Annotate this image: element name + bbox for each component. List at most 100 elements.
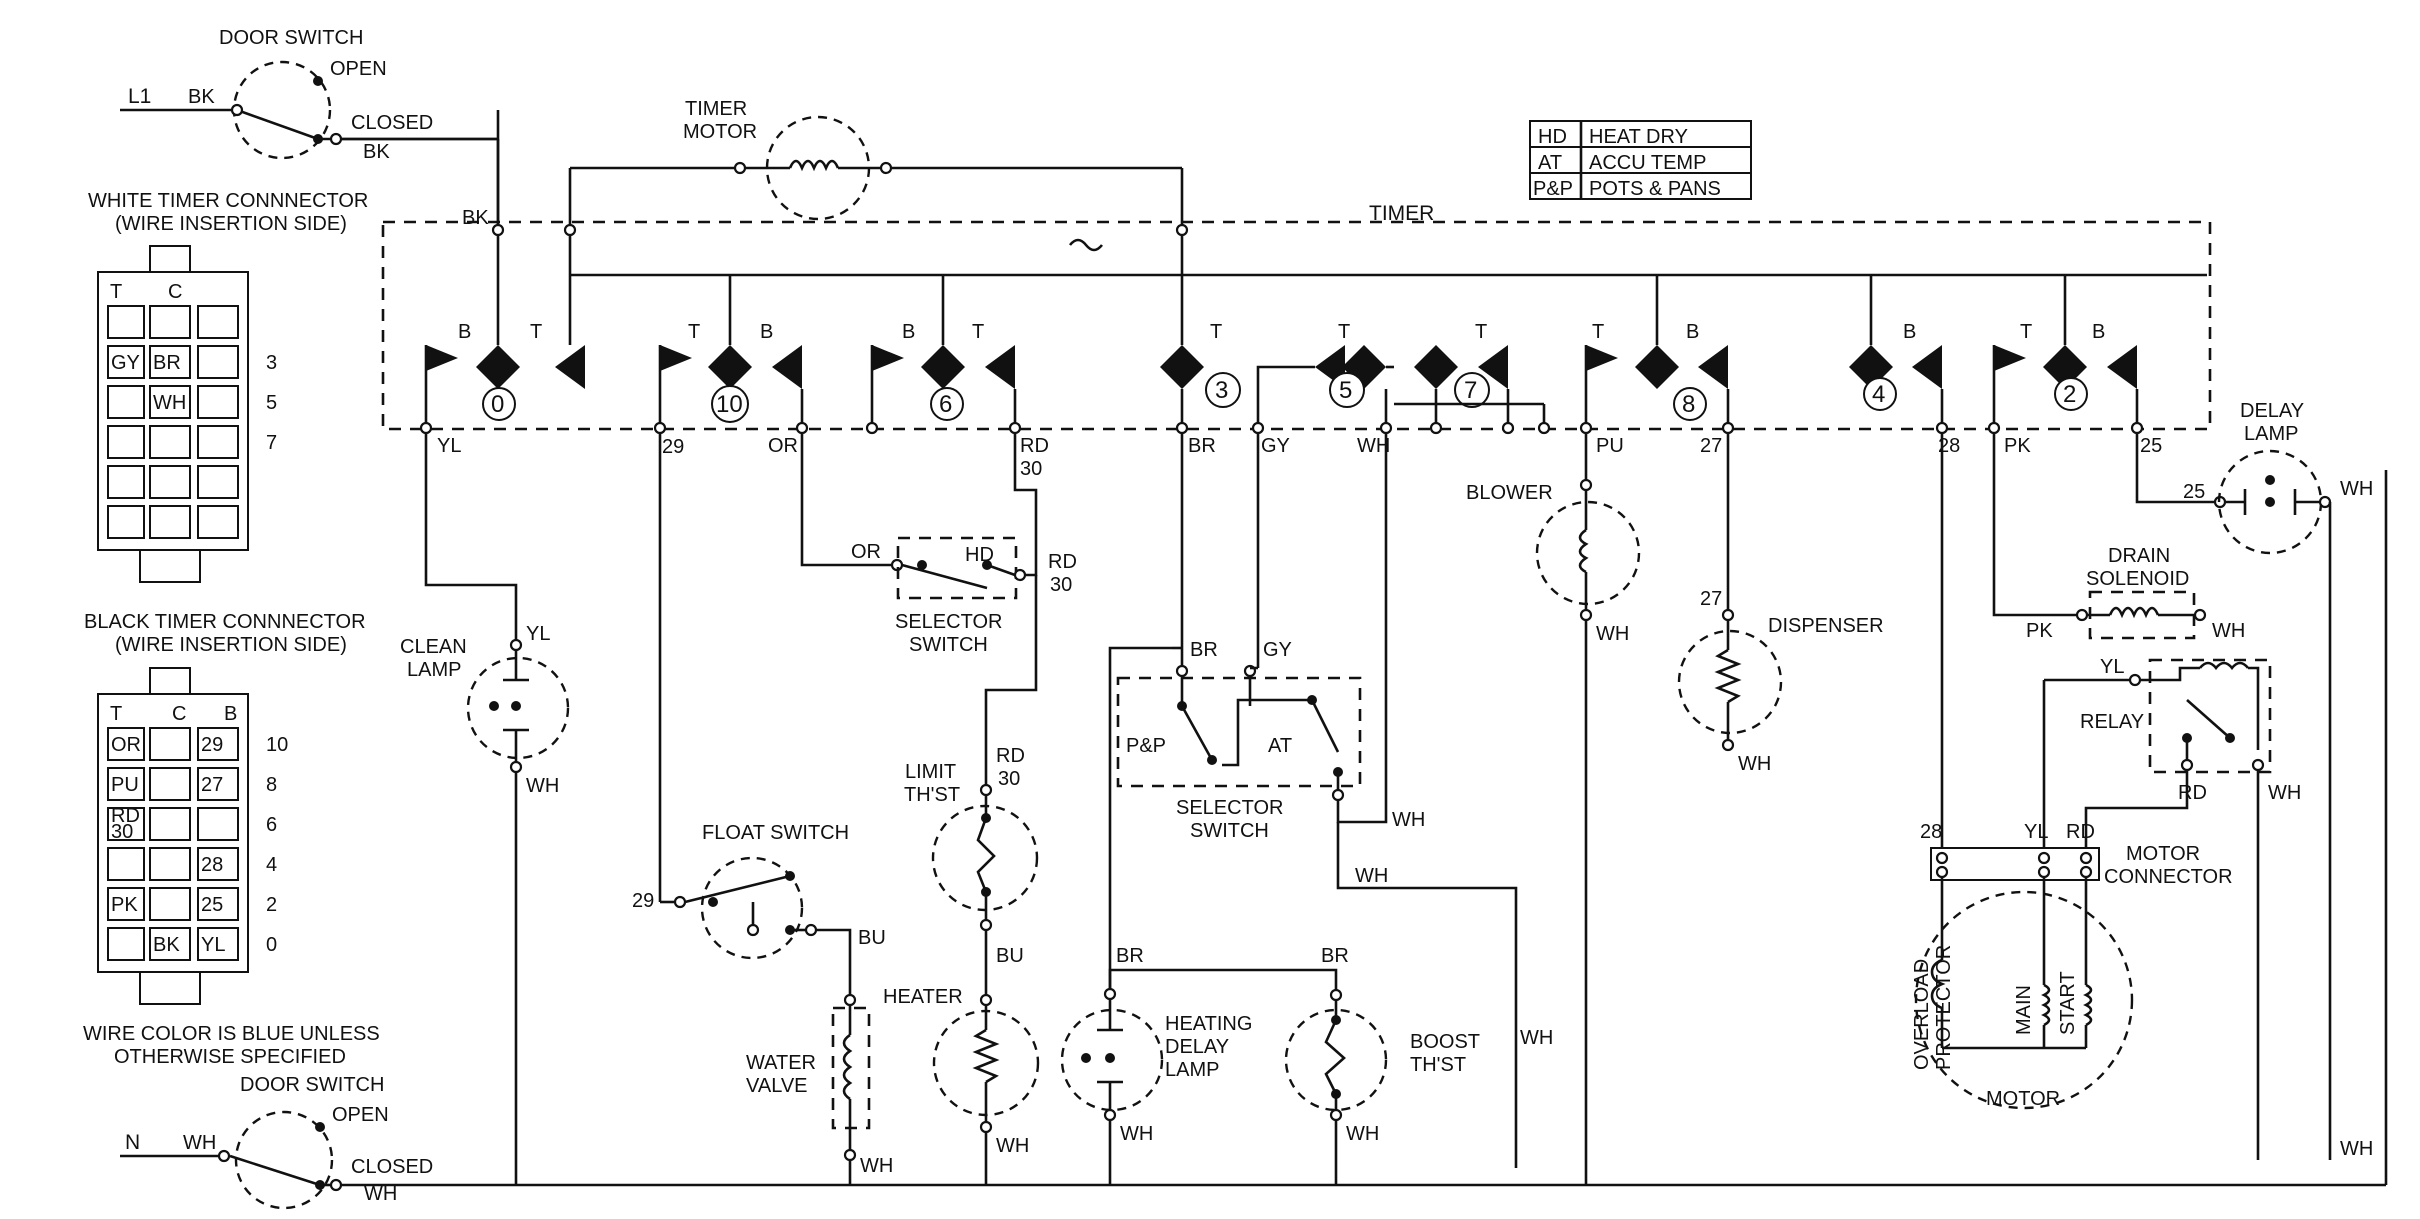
- white-conn-cell: [197, 505, 239, 539]
- cam-0: B T 0: [419, 235, 585, 435]
- black-conn-cell: [107, 887, 145, 921]
- start-label: START: [2057, 971, 2079, 1035]
- cam-7-t: T: [1475, 321, 1487, 343]
- wire-color-note: WIRE COLOR IS BLUE UNLESS OTHERWISE SPEC…: [83, 1023, 380, 1068]
- wire-or-sel: OR: [851, 541, 881, 563]
- black-conn-row-number: 8: [266, 774, 277, 796]
- wire-bk-timer: BK: [462, 207, 489, 229]
- black-conn-cell: [149, 807, 191, 841]
- black-conn-cell: [107, 807, 145, 841]
- black-conn-cell: [197, 767, 239, 801]
- wire-25-lamp: 25: [2183, 481, 2205, 503]
- black-conn-row-number: 2: [266, 894, 277, 916]
- wire-wh-boost: WH: [1346, 1123, 1379, 1145]
- white-conn-cell: [197, 345, 239, 379]
- cam-0-b: B: [458, 321, 471, 343]
- wire-wh-5: WH: [1357, 435, 1390, 457]
- cam-0-t: T: [530, 321, 542, 343]
- black-conn-cell: [197, 807, 239, 841]
- cam-6-t: T: [972, 321, 984, 343]
- wire-gy-5: GY: [1261, 435, 1290, 457]
- cam-6-number: 6: [939, 391, 952, 418]
- cam-5: T 5: [1251, 321, 1394, 435]
- drain-label-2: SOLENOID: [2086, 568, 2189, 590]
- cam-10-t: T: [688, 321, 700, 343]
- wire-wh-lamp: WH: [526, 775, 559, 797]
- wire-wh-sel-2: WH: [1355, 865, 1388, 887]
- cam-3: T 3: [1160, 235, 1241, 435]
- delay-lamp: 25 25 DELAY LAMP WH WH: [2135, 400, 2373, 1160]
- tm-left-terminal: [563, 223, 577, 237]
- wire-br-sel: BR: [1190, 639, 1218, 661]
- black-conn-cell-label: OR: [111, 734, 141, 756]
- selector-switch-label-2: SWITCH: [1190, 820, 1269, 842]
- white-conn-cell: [149, 305, 191, 339]
- black-conn-b: B: [224, 703, 237, 725]
- wire-wh-right: WH: [2340, 1138, 2373, 1160]
- legend-text-at: ACCU TEMP: [1589, 152, 1706, 174]
- cam-2: T B 2: [1987, 275, 2144, 435]
- white-conn-cell: [197, 385, 239, 419]
- clean-lamp-label-2: LAMP: [407, 659, 461, 681]
- heater-label: HEATER: [883, 986, 963, 1008]
- wire-28-motor: 28: [1920, 821, 1942, 843]
- overload-label-1: OVERLOAD: [1911, 959, 1933, 1070]
- black-conn-cell-label: 29: [201, 734, 223, 756]
- black-conn-cell: [197, 887, 239, 921]
- wire-wh-disp: WH: [1738, 753, 1771, 775]
- cam-4: B 4: [1849, 275, 1949, 435]
- wire-27-disp: 27: [1700, 588, 1722, 610]
- white-conn-label-2: (WIRE INSERTION SIDE): [115, 213, 347, 235]
- selector-switch-pp-at: BR GY WH BR GY P&P AT WH WH WH SELECTOR …: [1108, 433, 1553, 1168]
- cam-10-number: 10: [716, 391, 743, 418]
- wire-wh-delaylamp: WH: [2340, 478, 2373, 500]
- white-conn-cell: [107, 465, 145, 499]
- black-conn-cell: [197, 847, 239, 881]
- wire-29: 29: [662, 436, 684, 458]
- black-conn-row-number: 4: [266, 854, 277, 876]
- black-conn-cell: [107, 767, 145, 801]
- pp-label: P&P: [1126, 735, 1166, 757]
- overload-label-2: PROTECTOR: [1933, 945, 1955, 1070]
- white-conn-cell: [197, 305, 239, 339]
- limit-label-1: LIMIT: [905, 761, 956, 783]
- wire-wh-heater: WH: [996, 1135, 1029, 1157]
- wire-gy-sel: GY: [1263, 639, 1292, 661]
- cam-2-number: 2: [2063, 381, 2076, 408]
- motor-label: MOTOR: [1986, 1088, 2060, 1110]
- wire-rd-relay: RD: [2178, 782, 2207, 804]
- white-conn-cell: [107, 305, 145, 339]
- cam-8: T B 8: [1579, 275, 1735, 435]
- legend-code-pp: P&P: [1533, 178, 1573, 200]
- l1-label: L1: [128, 85, 151, 108]
- float-switch: 29 29 FLOAT SWITCH BU: [632, 433, 886, 995]
- timer-label: TIMER: [1369, 202, 1434, 225]
- timer-box: TIMER: [341, 110, 2212, 431]
- cam-10: T B 10: [653, 275, 809, 435]
- black-conn-row-number: 10: [266, 734, 288, 756]
- wire-or-10: OR: [768, 435, 798, 457]
- float-switch-label: FLOAT SWITCH: [702, 822, 849, 844]
- delay-lamp-label-1: DELAY: [2240, 400, 2304, 422]
- water-valve-label-1: WATER: [746, 1052, 816, 1074]
- delay-lamp-label-2: LAMP: [2244, 423, 2298, 445]
- cam-6-b: B: [902, 321, 915, 343]
- timer-motor: TIMER MOTOR: [568, 98, 1184, 225]
- white-conn-row-number: 5: [266, 392, 277, 414]
- hd-label: HD: [965, 544, 994, 566]
- black-conn-row-number: 0: [266, 934, 277, 956]
- white-timer-connector: WHITE TIMER CONNNECTOR (WIRE INSERTION S…: [88, 190, 368, 583]
- white-conn-cell: [197, 425, 239, 459]
- cam-6: B T 6: [865, 275, 1022, 435]
- selector-switch-hd-label-2: SWITCH: [909, 634, 988, 656]
- white-conn-cell: [107, 425, 145, 459]
- wire-pk-drain: PK: [2026, 620, 2053, 642]
- white-conn-t: T: [110, 281, 122, 303]
- door-switch-bottom-label: DOOR SWITCH: [240, 1074, 384, 1096]
- black-conn-cell-label: PU: [111, 774, 139, 796]
- wire-note-2: OTHERWISE SPECIFIED: [114, 1046, 346, 1068]
- heating-delay-label-2: DELAY: [1165, 1036, 1229, 1058]
- white-conn-c: C: [168, 281, 182, 303]
- white-conn-cell: [107, 385, 145, 419]
- cam-8-t: T: [1592, 321, 1604, 343]
